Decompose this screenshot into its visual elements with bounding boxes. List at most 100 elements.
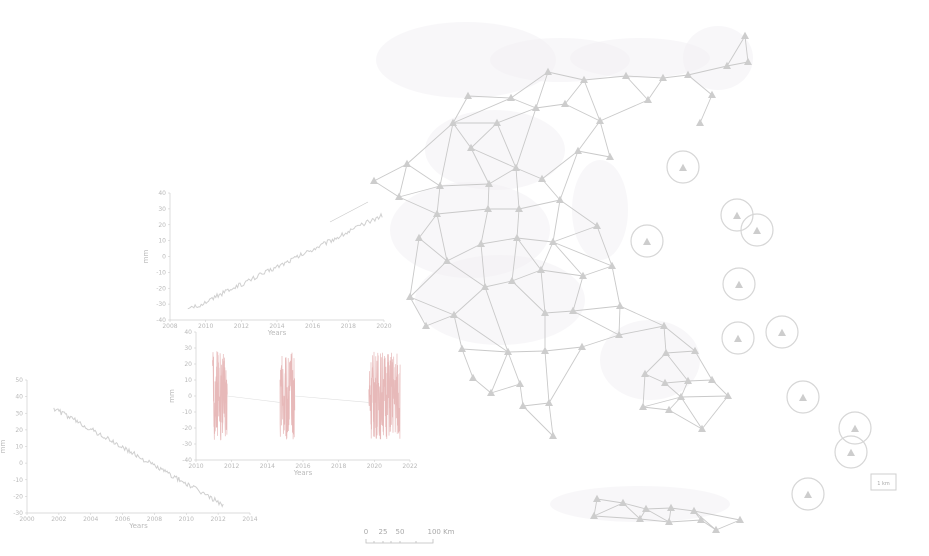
station-triangle: [847, 448, 855, 456]
network-line: [744, 35, 749, 63]
station-triangle: [619, 498, 627, 506]
connector-line: [329, 201, 369, 223]
station-triangle: [736, 515, 744, 523]
network-line: [373, 180, 400, 198]
network-line: [436, 213, 448, 262]
station-triangle: [579, 271, 587, 279]
station-triangle: [697, 515, 705, 523]
series-burst: [212, 351, 228, 441]
y-tick-label: -30: [182, 441, 192, 448]
station-triangle: [708, 375, 716, 383]
station-triangle: [659, 73, 667, 81]
offshore-station: [786, 380, 820, 414]
station-triangle: [753, 226, 761, 234]
y-tick-label: 20: [15, 427, 23, 434]
network-line: [583, 75, 627, 81]
network-line: [418, 237, 448, 262]
network-line: [662, 74, 689, 79]
station-ring: [834, 435, 868, 469]
network-line: [436, 185, 441, 215]
x-tick-label: 2016: [305, 323, 320, 330]
network-line: [668, 409, 703, 430]
land-patch: [415, 255, 585, 345]
network-line: [544, 310, 574, 314]
station-triangle: [513, 233, 521, 241]
land-tint: [376, 22, 753, 522]
station-triangle: [804, 490, 812, 498]
y-tick-label: 0: [162, 254, 166, 261]
station-triangle: [593, 494, 601, 502]
network-line: [425, 314, 455, 327]
network-line: [668, 519, 702, 523]
network-line: [622, 502, 647, 510]
network-line: [642, 373, 646, 408]
x-tick-label: 2014: [260, 463, 275, 470]
x-tick-label: 2008: [162, 323, 177, 330]
network-line: [644, 373, 666, 384]
network-line: [480, 237, 518, 245]
network-line: [484, 286, 509, 353]
network-line: [593, 502, 624, 517]
station-triangle: [549, 237, 557, 245]
network-line: [663, 325, 667, 354]
station-triangle: [469, 373, 477, 381]
scale-label-0: 0: [364, 528, 368, 536]
network-line: [665, 352, 689, 382]
network-line: [577, 150, 611, 158]
series-line: [53, 407, 224, 508]
station-ring: [630, 224, 664, 258]
network-line: [510, 97, 537, 109]
network-line: [496, 122, 517, 169]
network-line: [409, 237, 420, 298]
offshore-station: [740, 213, 774, 247]
station-triangle: [487, 388, 495, 396]
station-triangle: [464, 91, 472, 99]
network-line: [701, 395, 729, 430]
station-triangle: [735, 280, 743, 288]
station-triangle: [696, 118, 704, 126]
x-axis-label: Years: [267, 329, 287, 337]
station-triangle: [712, 525, 720, 533]
x-tick-label: 2010: [188, 463, 203, 470]
y-tick-label: 10: [184, 377, 192, 384]
network-line: [511, 280, 546, 314]
network-line: [470, 147, 517, 169]
gap-connector: [294, 395, 369, 403]
y-tick-label: 0: [19, 460, 23, 467]
network-line: [619, 305, 665, 327]
scale-bar: 0 25 50 100 Km: [364, 528, 455, 544]
gap-connector: [227, 395, 280, 403]
network-line: [625, 75, 649, 101]
network-line: [552, 199, 561, 243]
network-line: [461, 348, 474, 379]
x-axis-label: Years: [293, 469, 313, 477]
network-line: [564, 79, 585, 105]
network-line: [611, 265, 621, 307]
network-line: [693, 510, 717, 531]
network-line: [699, 94, 713, 124]
land-patch: [390, 182, 550, 278]
inset-box: 1 km: [870, 473, 897, 491]
station-triangle: [644, 95, 652, 103]
station-triangle: [665, 405, 673, 413]
x-tick-label: 2018: [331, 463, 346, 470]
offshore-station: [838, 411, 872, 445]
offshore-station: [630, 224, 664, 258]
network-line: [496, 107, 537, 124]
station-triangle: [516, 379, 524, 387]
network-line: [572, 305, 621, 312]
station-triangle: [449, 118, 457, 126]
station-triangle: [661, 378, 669, 386]
station-triangle: [450, 310, 458, 318]
offshore-station: [722, 267, 756, 301]
x-tick-label: 2010: [179, 516, 194, 523]
station-triangle: [549, 431, 557, 439]
x-tick-label: 2018: [341, 323, 356, 330]
network-line: [664, 380, 689, 384]
station-ring: [765, 315, 799, 349]
x-axis-label: Years: [128, 522, 148, 530]
gps-stations: [370, 31, 752, 533]
station-triangle: [443, 256, 451, 264]
